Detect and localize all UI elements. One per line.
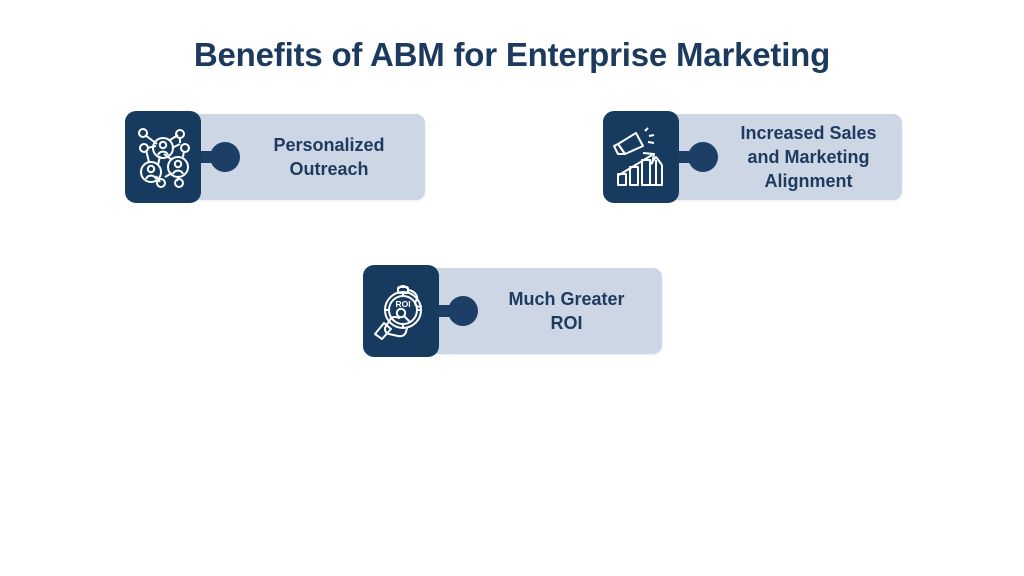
roi-stopwatch-hand-icon: ROI — [374, 285, 422, 340]
network-people-icon — [138, 128, 190, 188]
card-label-line-1: Much Greater — [508, 288, 625, 309]
card-label: Increased Sales and Marketing Alignment — [723, 111, 894, 203]
megaphone-growth-chart-icon — [613, 127, 663, 186]
card-label: Much Greater ROI — [483, 265, 650, 357]
card-label-line-1: Increased Sales — [740, 122, 877, 143]
roi-icon-text: ROI — [395, 299, 410, 309]
connector-dot — [448, 296, 478, 326]
card-label-line-2: ROI — [550, 313, 583, 333]
page-title: Benefits of ABM for Enterprise Marketing — [193, 36, 831, 73]
card-label-line-1: Personalized — [273, 134, 385, 155]
card-icon-box — [603, 111, 679, 203]
connector-dot — [210, 142, 240, 172]
benefit-card-greater-roi[interactable]: ROI Much Greater ROI — [363, 265, 662, 357]
card-label-text: Personalized Outreach — [273, 133, 384, 182]
benefit-card-sales-alignment[interactable]: Increased Sales and Marketing Alignment — [603, 111, 902, 203]
card-label-line-2: Outreach — [289, 159, 369, 179]
card-label: Personalized Outreach — [245, 111, 413, 203]
card-label-line-2: and Marketing — [747, 146, 870, 167]
card-label-text: Much Greater ROI — [508, 287, 624, 336]
connector-dot — [688, 142, 718, 172]
card-label-line-3: Alignment — [764, 171, 853, 192]
card-label-text: Increased Sales and Marketing Alignment — [740, 121, 876, 194]
benefit-card-personalized-outreach[interactable]: Personalized Outreach — [125, 111, 425, 203]
card-icon-box — [125, 111, 201, 203]
card-icon-box: ROI — [363, 265, 439, 357]
